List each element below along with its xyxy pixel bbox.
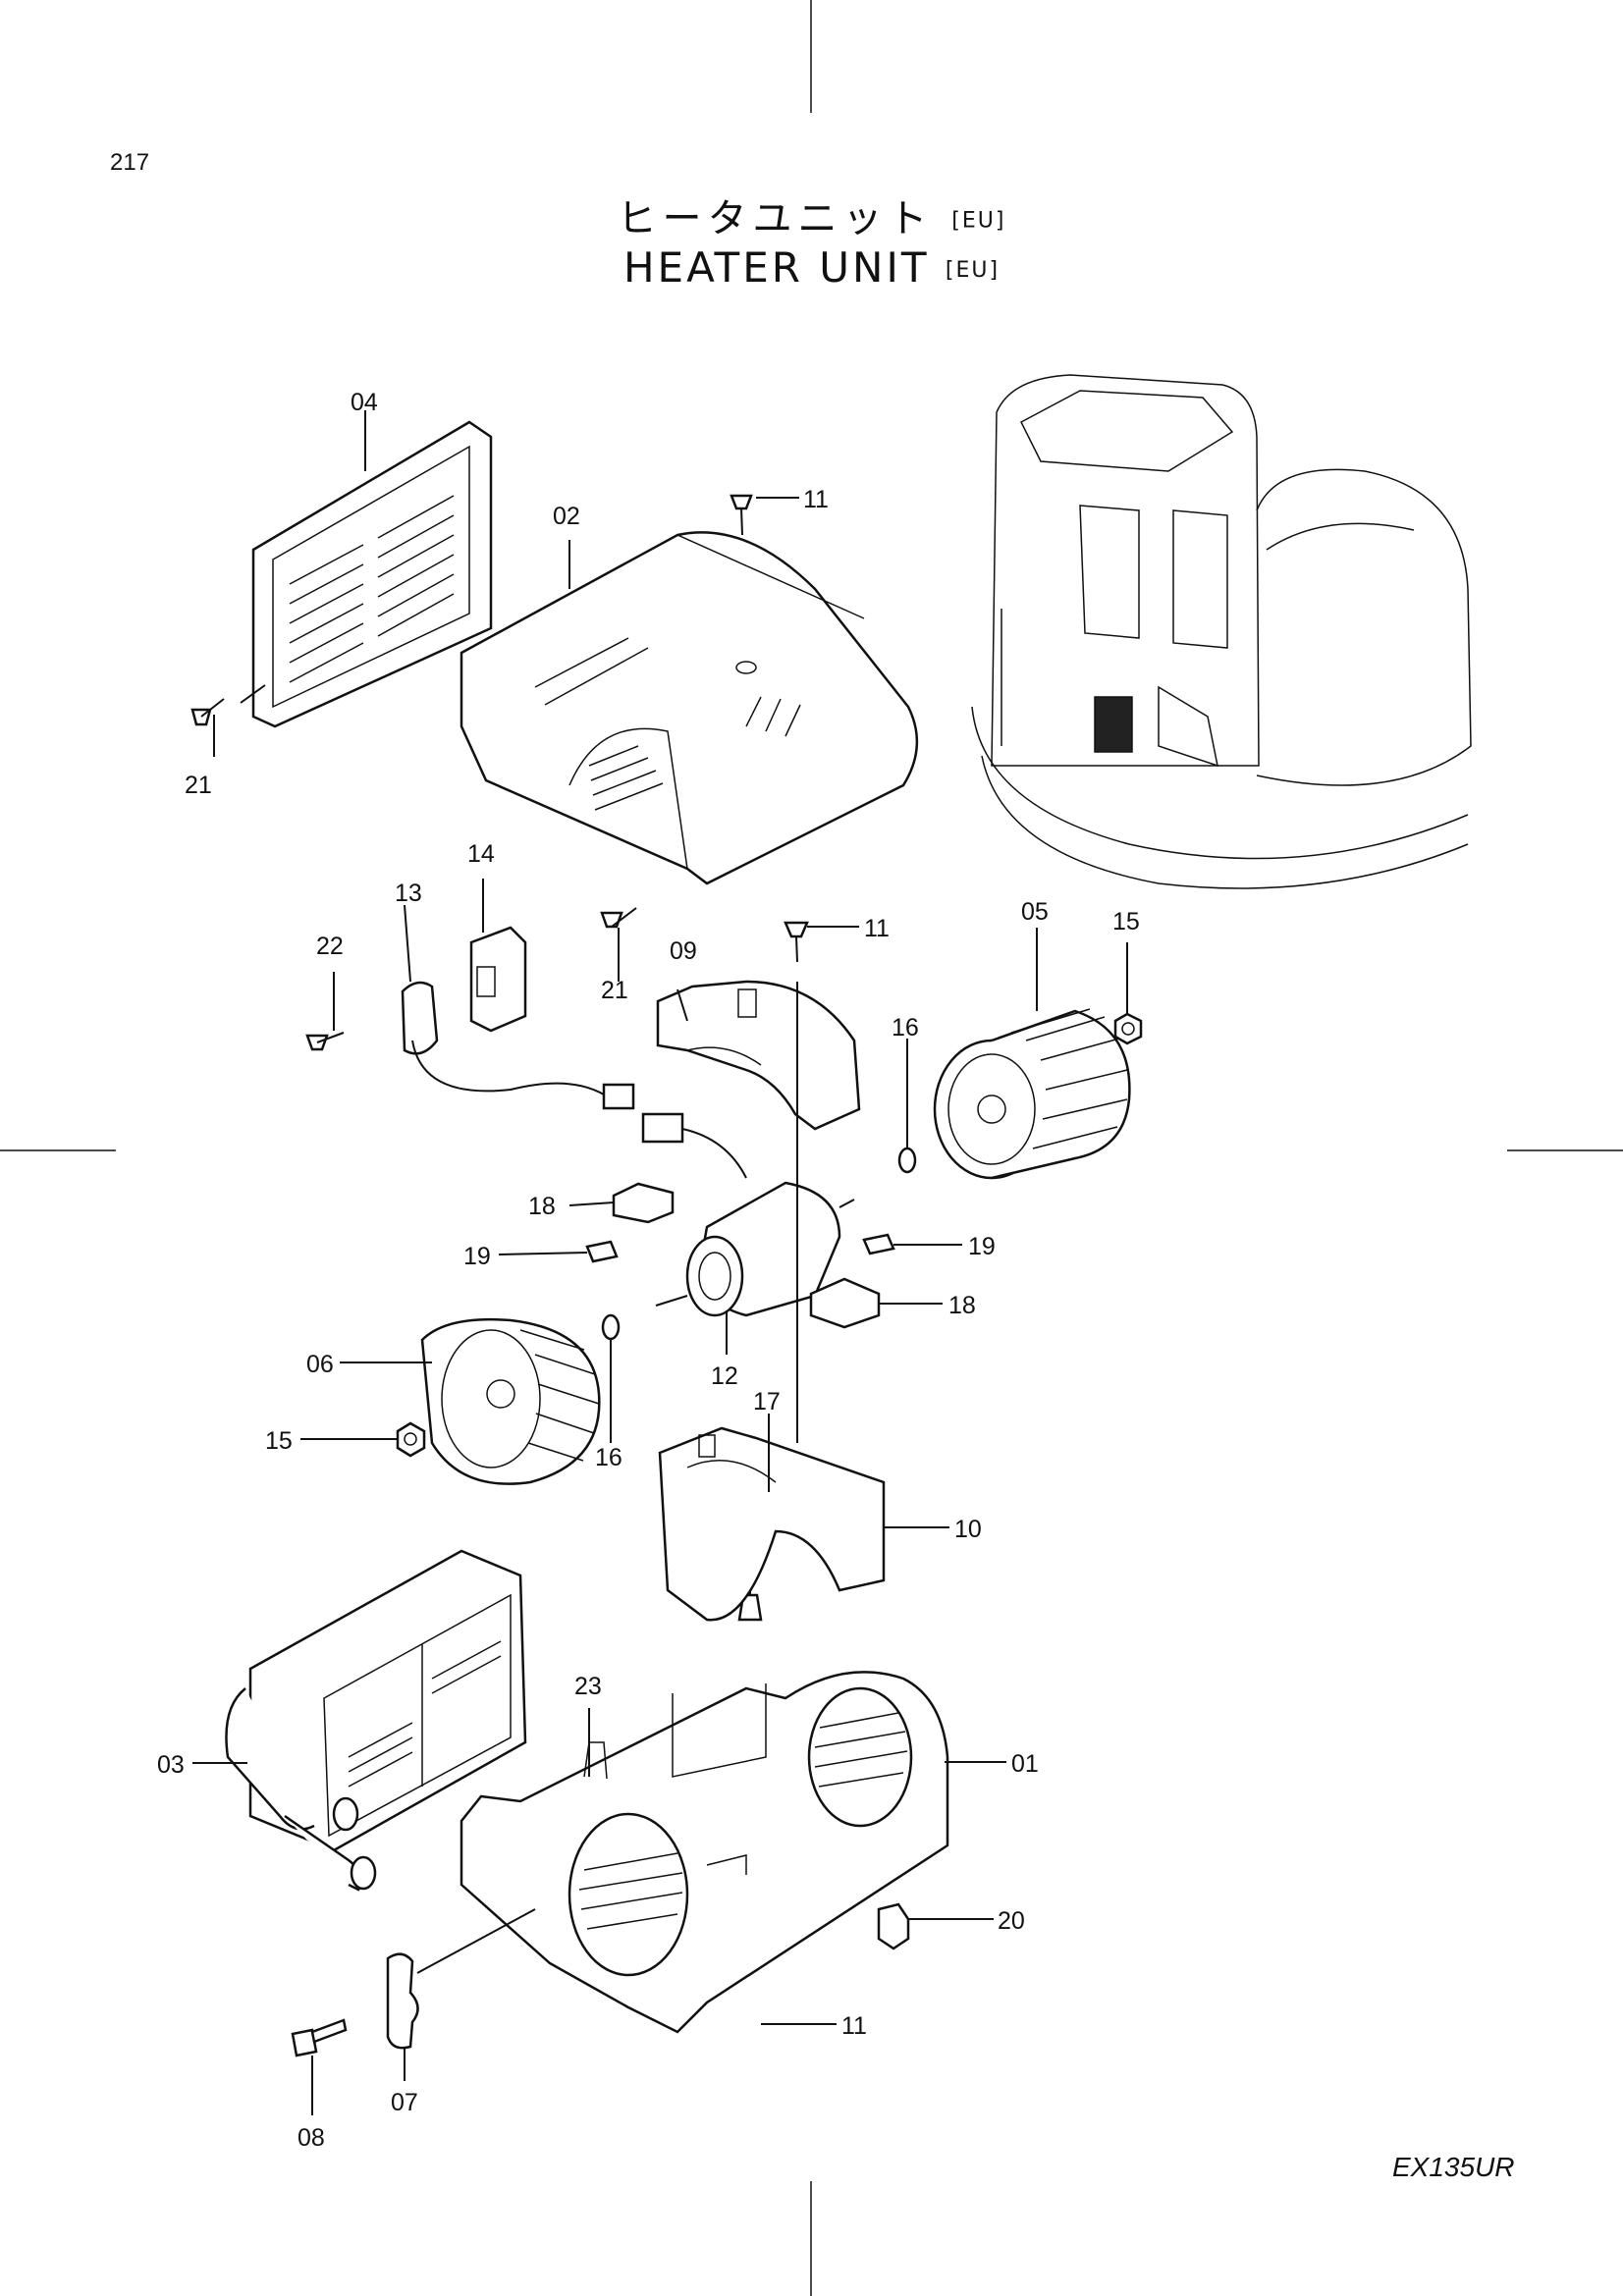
part-20-grommet (877, 1902, 910, 1950)
callout-18-left: 18 (528, 1193, 556, 1220)
callout-09: 09 (670, 937, 697, 965)
callout-17: 17 (753, 1388, 781, 1415)
callout-10: 10 (954, 1516, 982, 1543)
callout-04: 04 (351, 389, 378, 416)
part-03-heater-core (225, 1549, 527, 1892)
title-jp-region-tag: [EU] (951, 208, 1006, 234)
title-en-text: HEATER UNIT (622, 243, 930, 292)
part-18-19-pads (585, 1182, 895, 1329)
callout-14: 14 (467, 840, 495, 868)
callout-19-right: 19 (968, 1233, 996, 1260)
model-number: EX135UR (1392, 2152, 1515, 2182)
callout-labels: 04 02 11 21 14 13 22 21 09 11 05 15 16 1… (157, 389, 1140, 2152)
page-title-en: HEATER UNIT [EU] (0, 243, 1623, 292)
excavator-locator (971, 374, 1472, 889)
part-12-motor (655, 1181, 855, 1317)
callout-22: 22 (316, 933, 344, 960)
leader-lines (192, 410, 1128, 2115)
part-07-08-clip-bolt (291, 1908, 536, 2057)
title-jp-text: ヒータユニット (617, 196, 934, 241)
callout-15-right: 15 (1112, 908, 1140, 935)
part-06-fan-left (420, 1317, 601, 1485)
part-05-fan-right (933, 1008, 1131, 1180)
callout-15-left: 15 (265, 1427, 293, 1455)
callout-18-right: 18 (948, 1292, 976, 1319)
callout-16-right: 16 (892, 1014, 919, 1041)
page-number: 217 (110, 149, 150, 176)
callout-11-top: 11 (803, 486, 829, 513)
callout-08: 08 (298, 2124, 325, 2152)
part-13-14-resistor (401, 926, 747, 1179)
part-01-lower-case (460, 1671, 949, 2034)
callout-21-left: 21 (185, 772, 212, 799)
title-en-region-tag: [EU] (945, 258, 1001, 283)
part-10-lower-scroll (658, 1426, 886, 1622)
page-title-jp: ヒータユニット [EU] (0, 187, 1623, 243)
callout-21-mid: 21 (601, 977, 628, 1004)
callout-11-bottom: 11 (841, 2012, 867, 2040)
callout-01: 01 (1011, 1750, 1039, 1778)
callout-13: 13 (395, 880, 422, 907)
callout-23: 23 (574, 1673, 602, 1700)
part-02-upper-case (460, 531, 919, 885)
part-09-upper-scroll (656, 980, 861, 1131)
callout-19-left: 19 (463, 1243, 491, 1270)
part-04-filter-cover (251, 420, 493, 728)
callout-06: 06 (306, 1351, 334, 1378)
callout-03: 03 (157, 1751, 185, 1779)
callout-07: 07 (391, 2089, 418, 2116)
callout-02: 02 (553, 503, 580, 530)
callout-16-left: 16 (595, 1444, 622, 1471)
callout-05: 05 (1021, 898, 1049, 926)
callout-20: 20 (998, 1907, 1025, 1935)
heater-location-marker (1094, 696, 1133, 753)
callout-12: 12 (711, 1362, 738, 1390)
screws (190, 494, 809, 1622)
callout-11-mid: 11 (864, 915, 890, 942)
